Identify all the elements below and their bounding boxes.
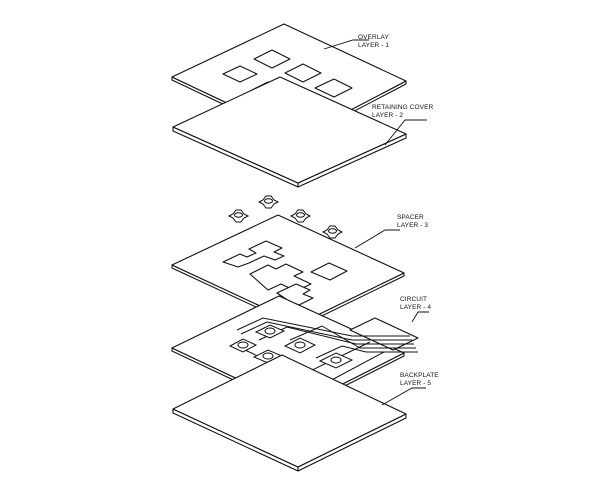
retaining-cover-layer — [172, 76, 407, 188]
switch-pad — [318, 352, 354, 369]
circuit-sublabel: LAYER - 4 — [400, 304, 431, 311]
dome-icon — [289, 209, 312, 223]
switch-pad — [254, 324, 286, 339]
switch-pad — [283, 337, 317, 354]
spacer-label: SPACER — [397, 214, 424, 221]
switch-pad — [228, 338, 258, 353]
overlay-key-window — [222, 65, 258, 83]
retaining-cover-label: RETAINING COVER — [372, 104, 434, 111]
overlay-key-window — [284, 63, 322, 83]
overlay-label: OVERLAY — [358, 34, 389, 41]
dome-icon — [257, 195, 280, 209]
callout-circuit: CIRCUIT LAYER - 4 — [400, 296, 431, 323]
dome-icon — [321, 225, 344, 239]
backplate-sublabel: LAYER - 5 — [400, 380, 431, 387]
circuit-tail — [349, 317, 419, 351]
spacer-cutout — [222, 240, 285, 268]
overlay-sublabel: LAYER - 1 — [358, 42, 389, 49]
backplate-label: BACKPLATE — [400, 372, 439, 379]
spacer-sublabel: LAYER - 3 — [397, 222, 428, 229]
callout-spacer: SPACER LAYER - 3 — [354, 214, 428, 249]
overlay-key-window — [314, 78, 353, 98]
dome-icon — [227, 209, 250, 223]
overlay-key-window — [253, 49, 291, 69]
retaining-cover-sublabel: LAYER - 2 — [372, 112, 403, 119]
callout-retaining-cover: RETAINING COVER LAYER - 2 — [372, 104, 434, 146]
backplate-layer — [172, 354, 407, 472]
spacer-cutout — [310, 262, 348, 281]
callout-backplate: BACKPLATE LAYER - 5 — [381, 372, 439, 406]
callout-overlay: OVERLAY LAYER - 1 — [323, 34, 389, 50]
circuit-label: CIRCUIT — [400, 296, 427, 303]
